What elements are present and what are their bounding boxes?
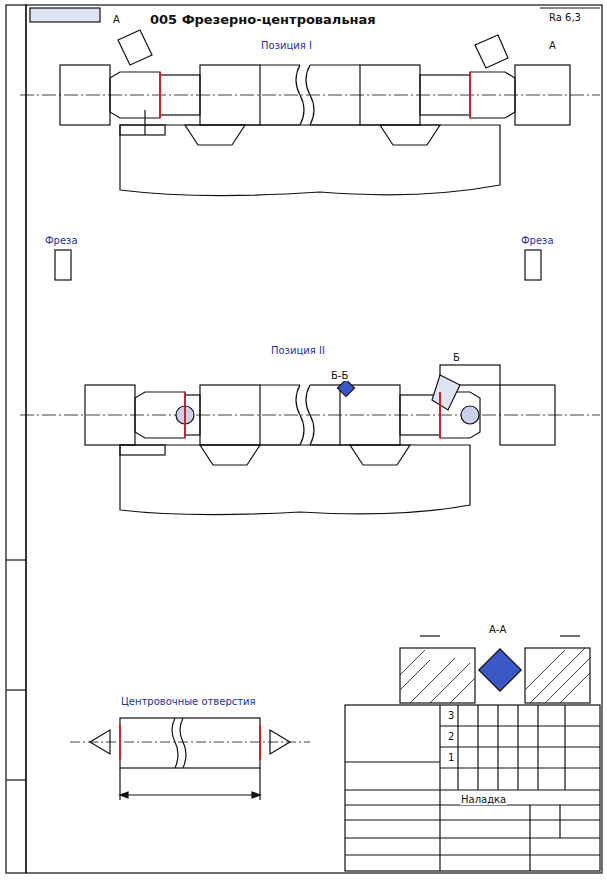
table-cell: Наладка — [460, 794, 507, 805]
tool-label: Фреза — [44, 235, 79, 246]
callout-letter: Б — [452, 352, 461, 363]
callout-letter: А — [548, 40, 557, 51]
operation-title: 005 Фрезерно-центровальная — [150, 12, 376, 27]
sketch-label: Центровочные отверстия — [120, 696, 257, 707]
callout-letter: А — [112, 14, 121, 25]
section-label: А-А — [488, 624, 507, 635]
table-cell: 1 — [447, 752, 455, 763]
table-cell: 3 — [447, 710, 455, 721]
table-cell: 2 — [447, 731, 455, 742]
roughness-mark: Ra 6,3 — [548, 12, 582, 23]
tool-label: Фреза — [520, 235, 555, 246]
position-label: Позиция I — [260, 40, 313, 51]
section-label: Б-Б — [330, 370, 349, 381]
position-label: Позиция II — [270, 345, 326, 356]
